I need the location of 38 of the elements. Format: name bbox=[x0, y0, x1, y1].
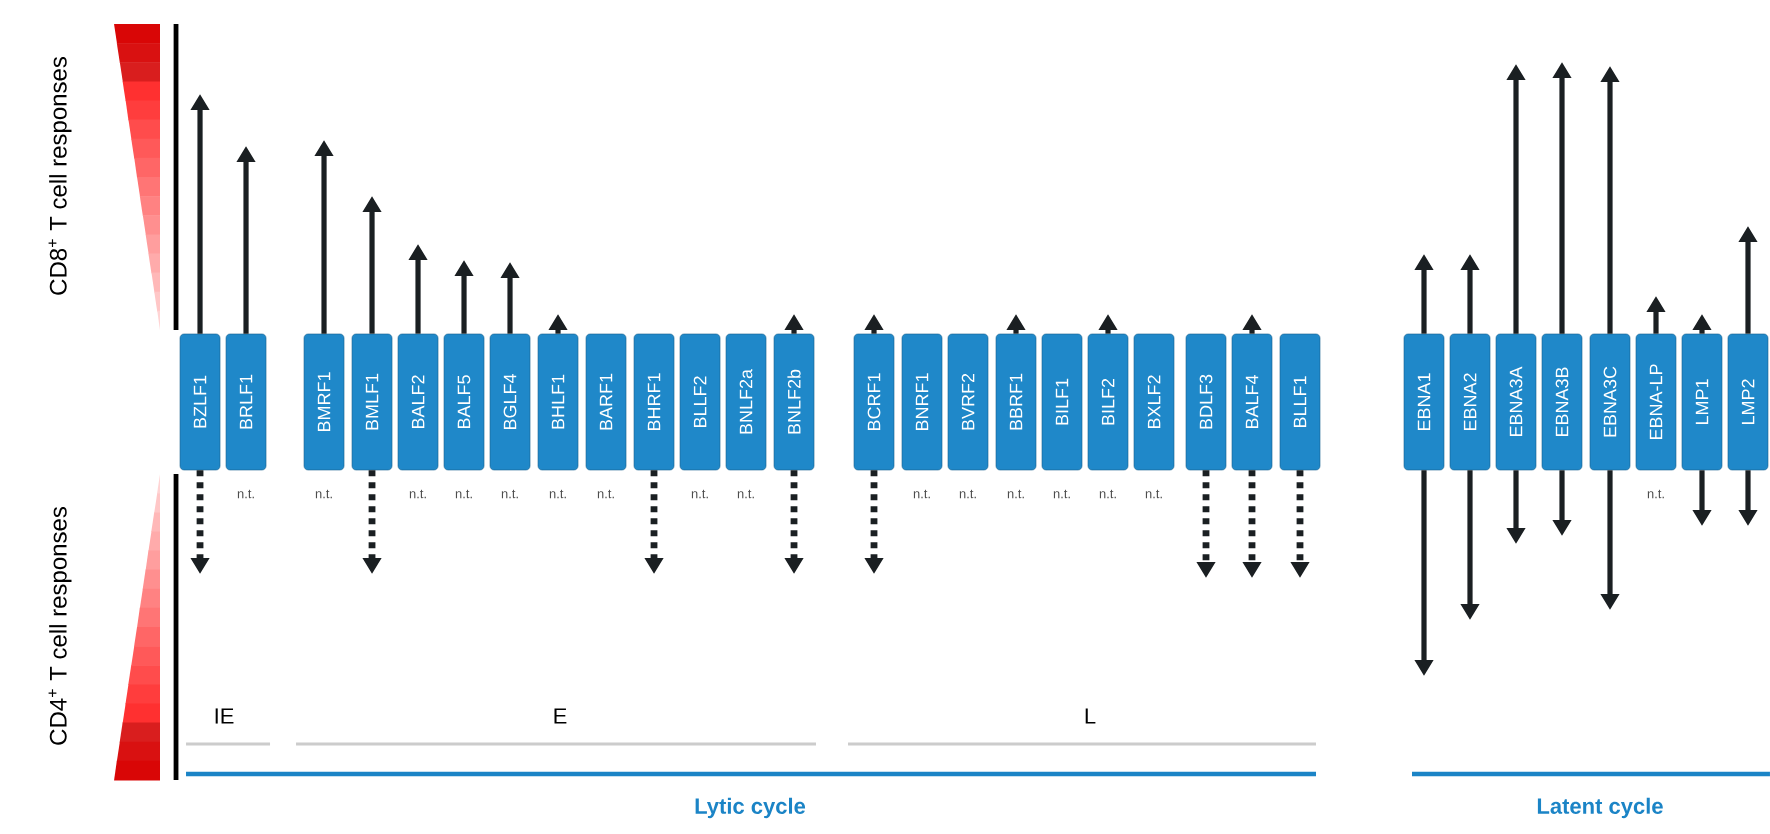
gene-box: BARF1 bbox=[585, 333, 627, 471]
gene-box: BVRF2 bbox=[947, 333, 989, 471]
gene-box: BALF2 bbox=[397, 333, 439, 471]
gene-box: BHRF1 bbox=[633, 333, 675, 471]
gene-box: BDLF3 bbox=[1185, 333, 1227, 471]
gene-box: EBNA3C bbox=[1589, 333, 1631, 471]
gene-box: EBNA2 bbox=[1449, 333, 1491, 471]
axis-label: CD8$^{+}$ T cell responses bbox=[48, 57, 72, 295]
gene-box: EBNA1 bbox=[1403, 333, 1445, 471]
gene-box: BALF5 bbox=[443, 333, 485, 471]
gene-box: BHLF1 bbox=[537, 333, 579, 471]
gene-box: EBNA-LP bbox=[1635, 333, 1677, 471]
phase-label: E bbox=[554, 708, 567, 724]
gene-box: BMLF1 bbox=[351, 333, 393, 471]
gene-box: BZLF1 bbox=[179, 333, 221, 471]
phase-label: IE bbox=[215, 708, 234, 724]
axis-label: CD4$^{+}$ T cell responses bbox=[48, 507, 72, 745]
gene-box: BNLF2b bbox=[773, 333, 815, 471]
gene-box: BCRF1 bbox=[853, 333, 895, 471]
gene-box: BILF1 bbox=[1041, 333, 1083, 471]
gene-box: EBNA3A bbox=[1495, 333, 1537, 471]
gene-box: LMP2 bbox=[1727, 333, 1769, 471]
gene-box: BBRF1 bbox=[995, 333, 1037, 471]
gene-box: LMP1 bbox=[1681, 333, 1723, 471]
gene-box: BXLF2 bbox=[1133, 333, 1175, 471]
gene-box: EBNA3B bbox=[1541, 333, 1583, 471]
gene-box: BNRF1 bbox=[901, 333, 943, 471]
gene-box: BGLF4 bbox=[489, 333, 531, 471]
gene-box: BILF2 bbox=[1087, 333, 1129, 471]
gene-box: BRLF1 bbox=[225, 333, 267, 471]
cycle-label: Lytic cycle bbox=[695, 797, 806, 819]
gene-box: BALF4 bbox=[1231, 333, 1273, 471]
gene-box: BLLF2 bbox=[679, 333, 721, 471]
cycle-label: Latent cycle bbox=[1537, 797, 1663, 819]
gene-box: BNLF2a bbox=[725, 333, 767, 471]
phase-label: L bbox=[1085, 708, 1096, 724]
gene-box: BMRF1 bbox=[303, 333, 345, 471]
gene-box: BLLF1 bbox=[1279, 333, 1321, 471]
